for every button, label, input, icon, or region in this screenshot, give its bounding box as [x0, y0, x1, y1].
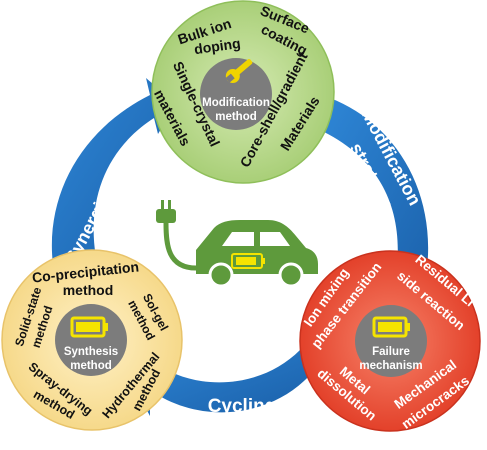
modification-center-1: Modification — [202, 97, 270, 109]
modification-center-2: method — [215, 111, 257, 123]
bulk-ion-2: doping — [193, 35, 241, 57]
synthesis-circle: Synthesis method Co-precipitation method… — [1, 249, 183, 431]
cycling-arrow — [126, 345, 310, 416]
synergistic-arrow — [51, 78, 176, 278]
failure-center-2: mechanism — [359, 360, 422, 372]
cycling-label: Cycling — [208, 396, 277, 417]
failure-circle: Failure mechanism Ion mixing phase trans… — [299, 250, 481, 432]
modification-circle: Modification method Bulk ion doping Surf… — [151, 0, 335, 184]
coprecipitation-2: method — [63, 282, 114, 298]
synthesis-center-1: Synthesis — [64, 346, 118, 358]
plug-icon — [156, 200, 197, 271]
modification-core — [200, 58, 272, 130]
battery-icon — [372, 316, 410, 338]
failure-center-1: Failure — [372, 346, 410, 358]
battery-icon — [70, 316, 108, 338]
car-battery-icon — [231, 253, 265, 269]
electric-car-icon — [156, 200, 318, 288]
synthesis-center-2: method — [70, 360, 112, 372]
wrench-icon — [225, 59, 253, 83]
